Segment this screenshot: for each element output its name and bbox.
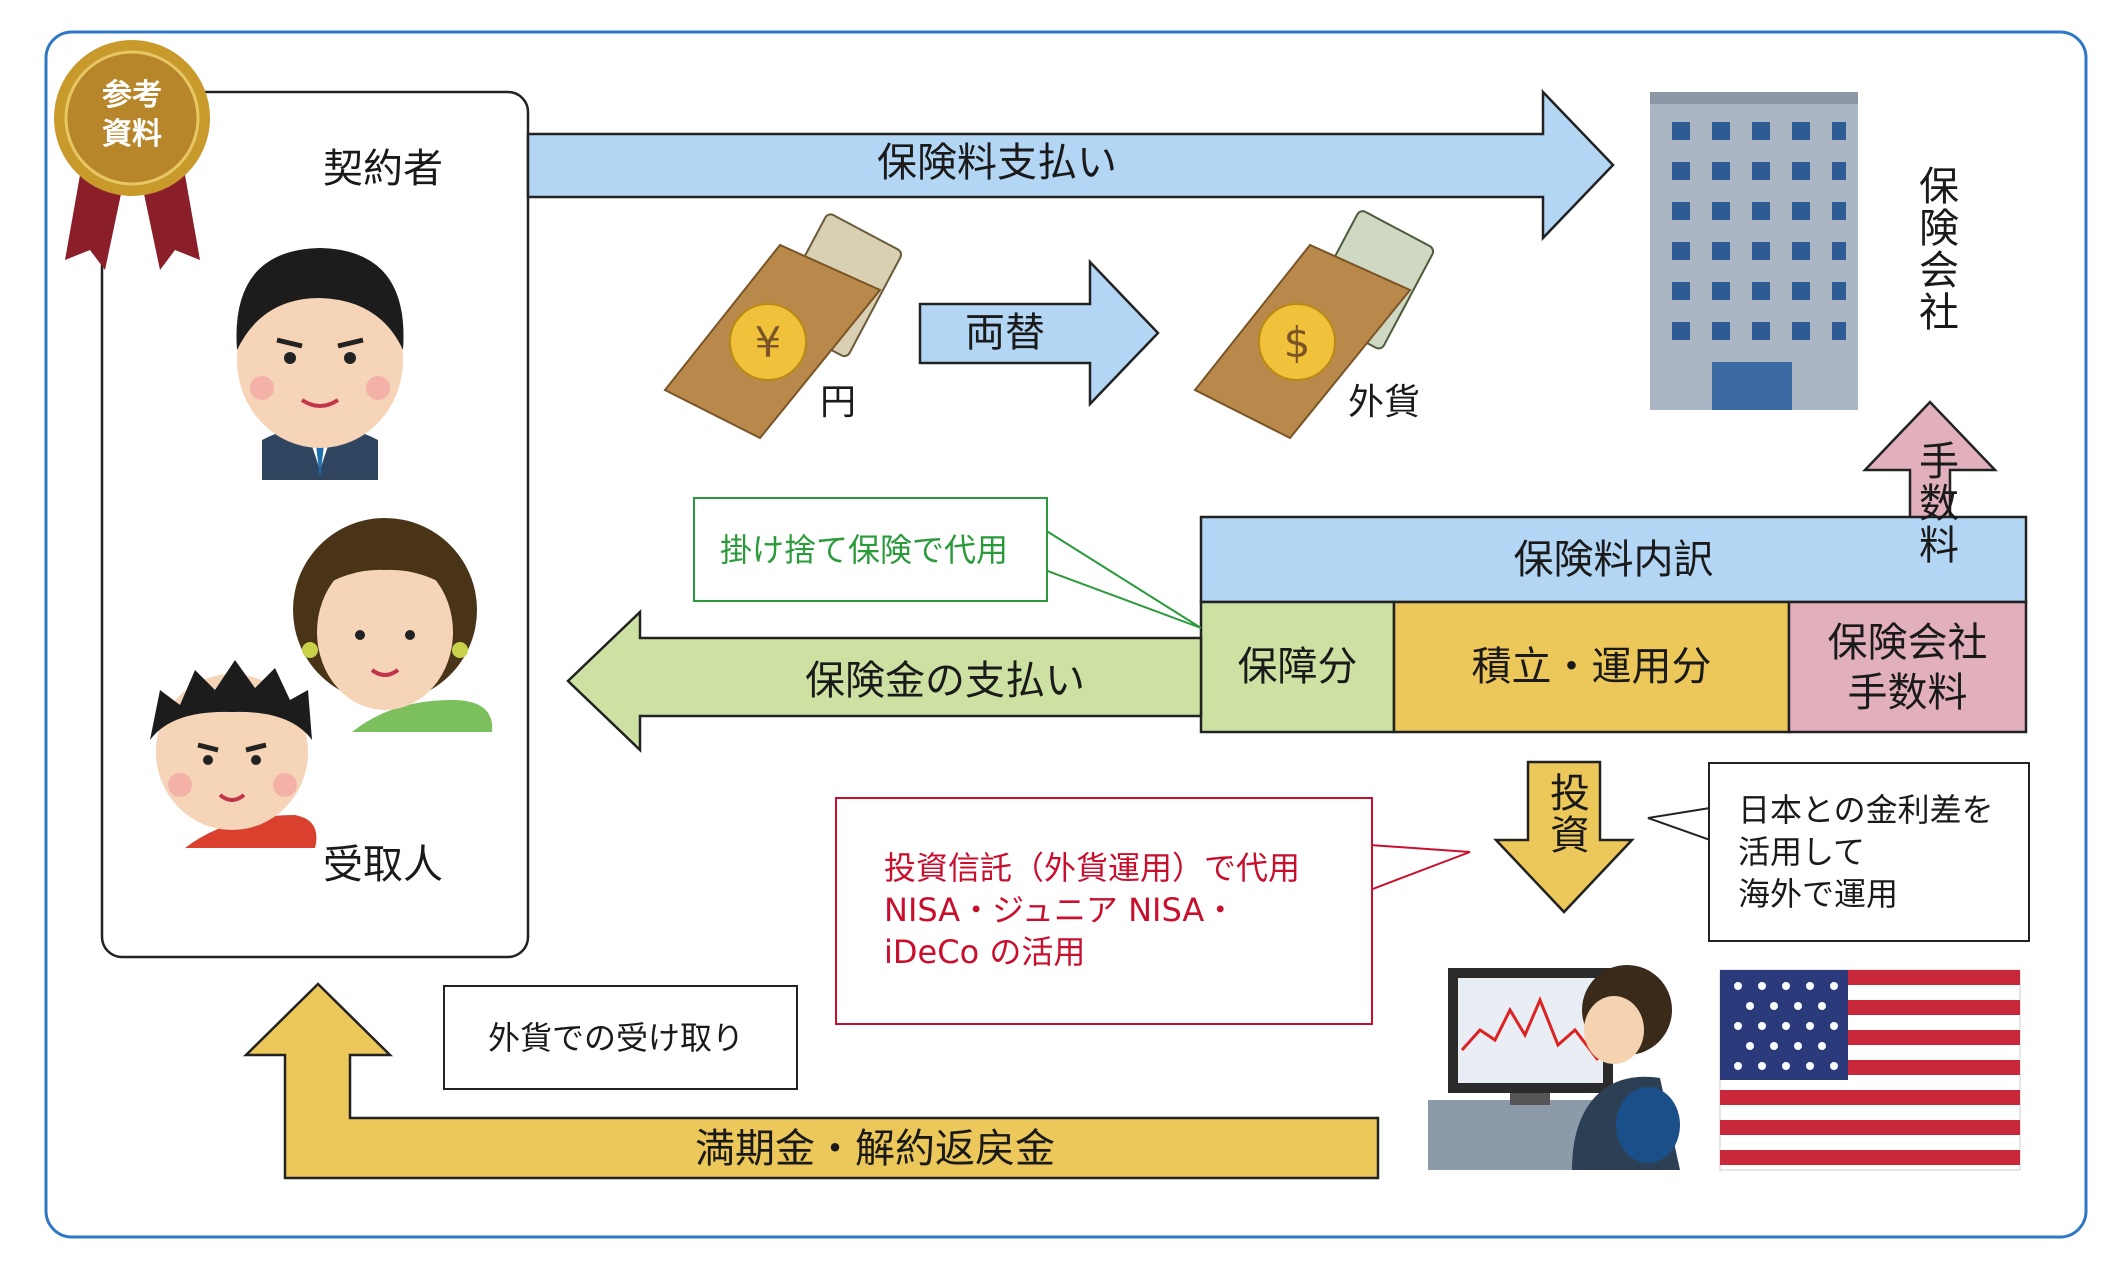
foreign-receive-box — [443, 985, 798, 1090]
breakdown-savings-cell — [1392, 600, 1791, 734]
term-insurance-callout-text: 掛け捨て保険で代用 — [720, 531, 1009, 569]
invest-callout-line-3: iDeCo の活用 — [884, 933, 1086, 971]
badge-line-2: 資料 — [102, 117, 162, 152]
coverage-label: 保障分 — [1237, 644, 1358, 690]
rate-callout-line-3: 海外で運用 — [1738, 875, 1899, 913]
insurer-label: 保険会社 — [1912, 165, 1958, 333]
yen-envelope-icon: ¥ — [663, 213, 903, 440]
contractor-label: 契約者 — [323, 146, 443, 192]
trader-computer-icon — [1428, 965, 1680, 1170]
investment-down-arrow — [1493, 760, 1635, 914]
exchange-label: 両替 — [965, 310, 1045, 356]
invest-callout-pointer — [1369, 843, 1471, 892]
outer-frame — [44, 30, 2088, 1239]
term-insurance-callout-pointer — [1044, 528, 1202, 629]
rate-callout-line-1: 日本との金利差を — [1738, 791, 1994, 829]
exchange-arrow — [918, 258, 1160, 408]
term-insurance-callout — [693, 497, 1048, 602]
invest-callout-line-1: 投資信託（外貨運用）で代用 — [884, 849, 1301, 887]
breakdown-header — [1199, 515, 2028, 604]
svg-text:$: $ — [1284, 318, 1311, 367]
rate-callout — [1708, 762, 2030, 942]
maturity-refund-arrow — [242, 982, 1380, 1180]
yen-label: 円 — [820, 382, 857, 423]
rate-callout-pointer — [1647, 806, 1711, 842]
badge-line-1: 参考 — [102, 78, 162, 113]
rate-callout-line-2: 活用して — [1738, 833, 1866, 871]
invest-callout — [835, 797, 1373, 1025]
maturity-refund-label: 満期金・解約返戻金 — [695, 1126, 1055, 1172]
breakdown-fee-cell — [1787, 600, 2028, 734]
premium-payment-label: 保険料支払い — [877, 140, 1117, 186]
us-flag-icon — [1719, 969, 2021, 1171]
investment-label: 投資 — [1543, 772, 1589, 856]
premium-payment-arrow — [526, 88, 1615, 242]
woman-icon — [293, 518, 493, 732]
fee-up-label: 手数料 — [1912, 440, 1958, 566]
foreign-receive-text: 外貨での受け取り — [488, 1019, 745, 1057]
benefit-payment-arrow — [566, 609, 1203, 753]
fee-label-line-1: 保険会社 — [1827, 620, 1988, 666]
breakdown-title: 保険料内訳 — [1513, 537, 1714, 583]
reference-badge-icon — [54, 40, 210, 270]
invest-callout-line-2: NISA・ジュニア NISA・ — [884, 891, 1237, 929]
fee-label-line-2: 手数料 — [1847, 670, 1968, 716]
contractor-man-icon — [236, 248, 404, 480]
recipient-label: 受取人 — [323, 842, 443, 888]
savings-label: 積立・運用分 — [1471, 644, 1712, 690]
foreign-currency-label: 外貨 — [1348, 382, 1421, 423]
benefit-payment-label: 保険金の支払い — [805, 658, 1085, 704]
insurance-building-icon — [1650, 92, 1858, 410]
dollar-envelope-icon: $ — [1193, 210, 1435, 440]
boy-icon — [150, 660, 317, 848]
svg-text:¥: ¥ — [755, 318, 782, 367]
